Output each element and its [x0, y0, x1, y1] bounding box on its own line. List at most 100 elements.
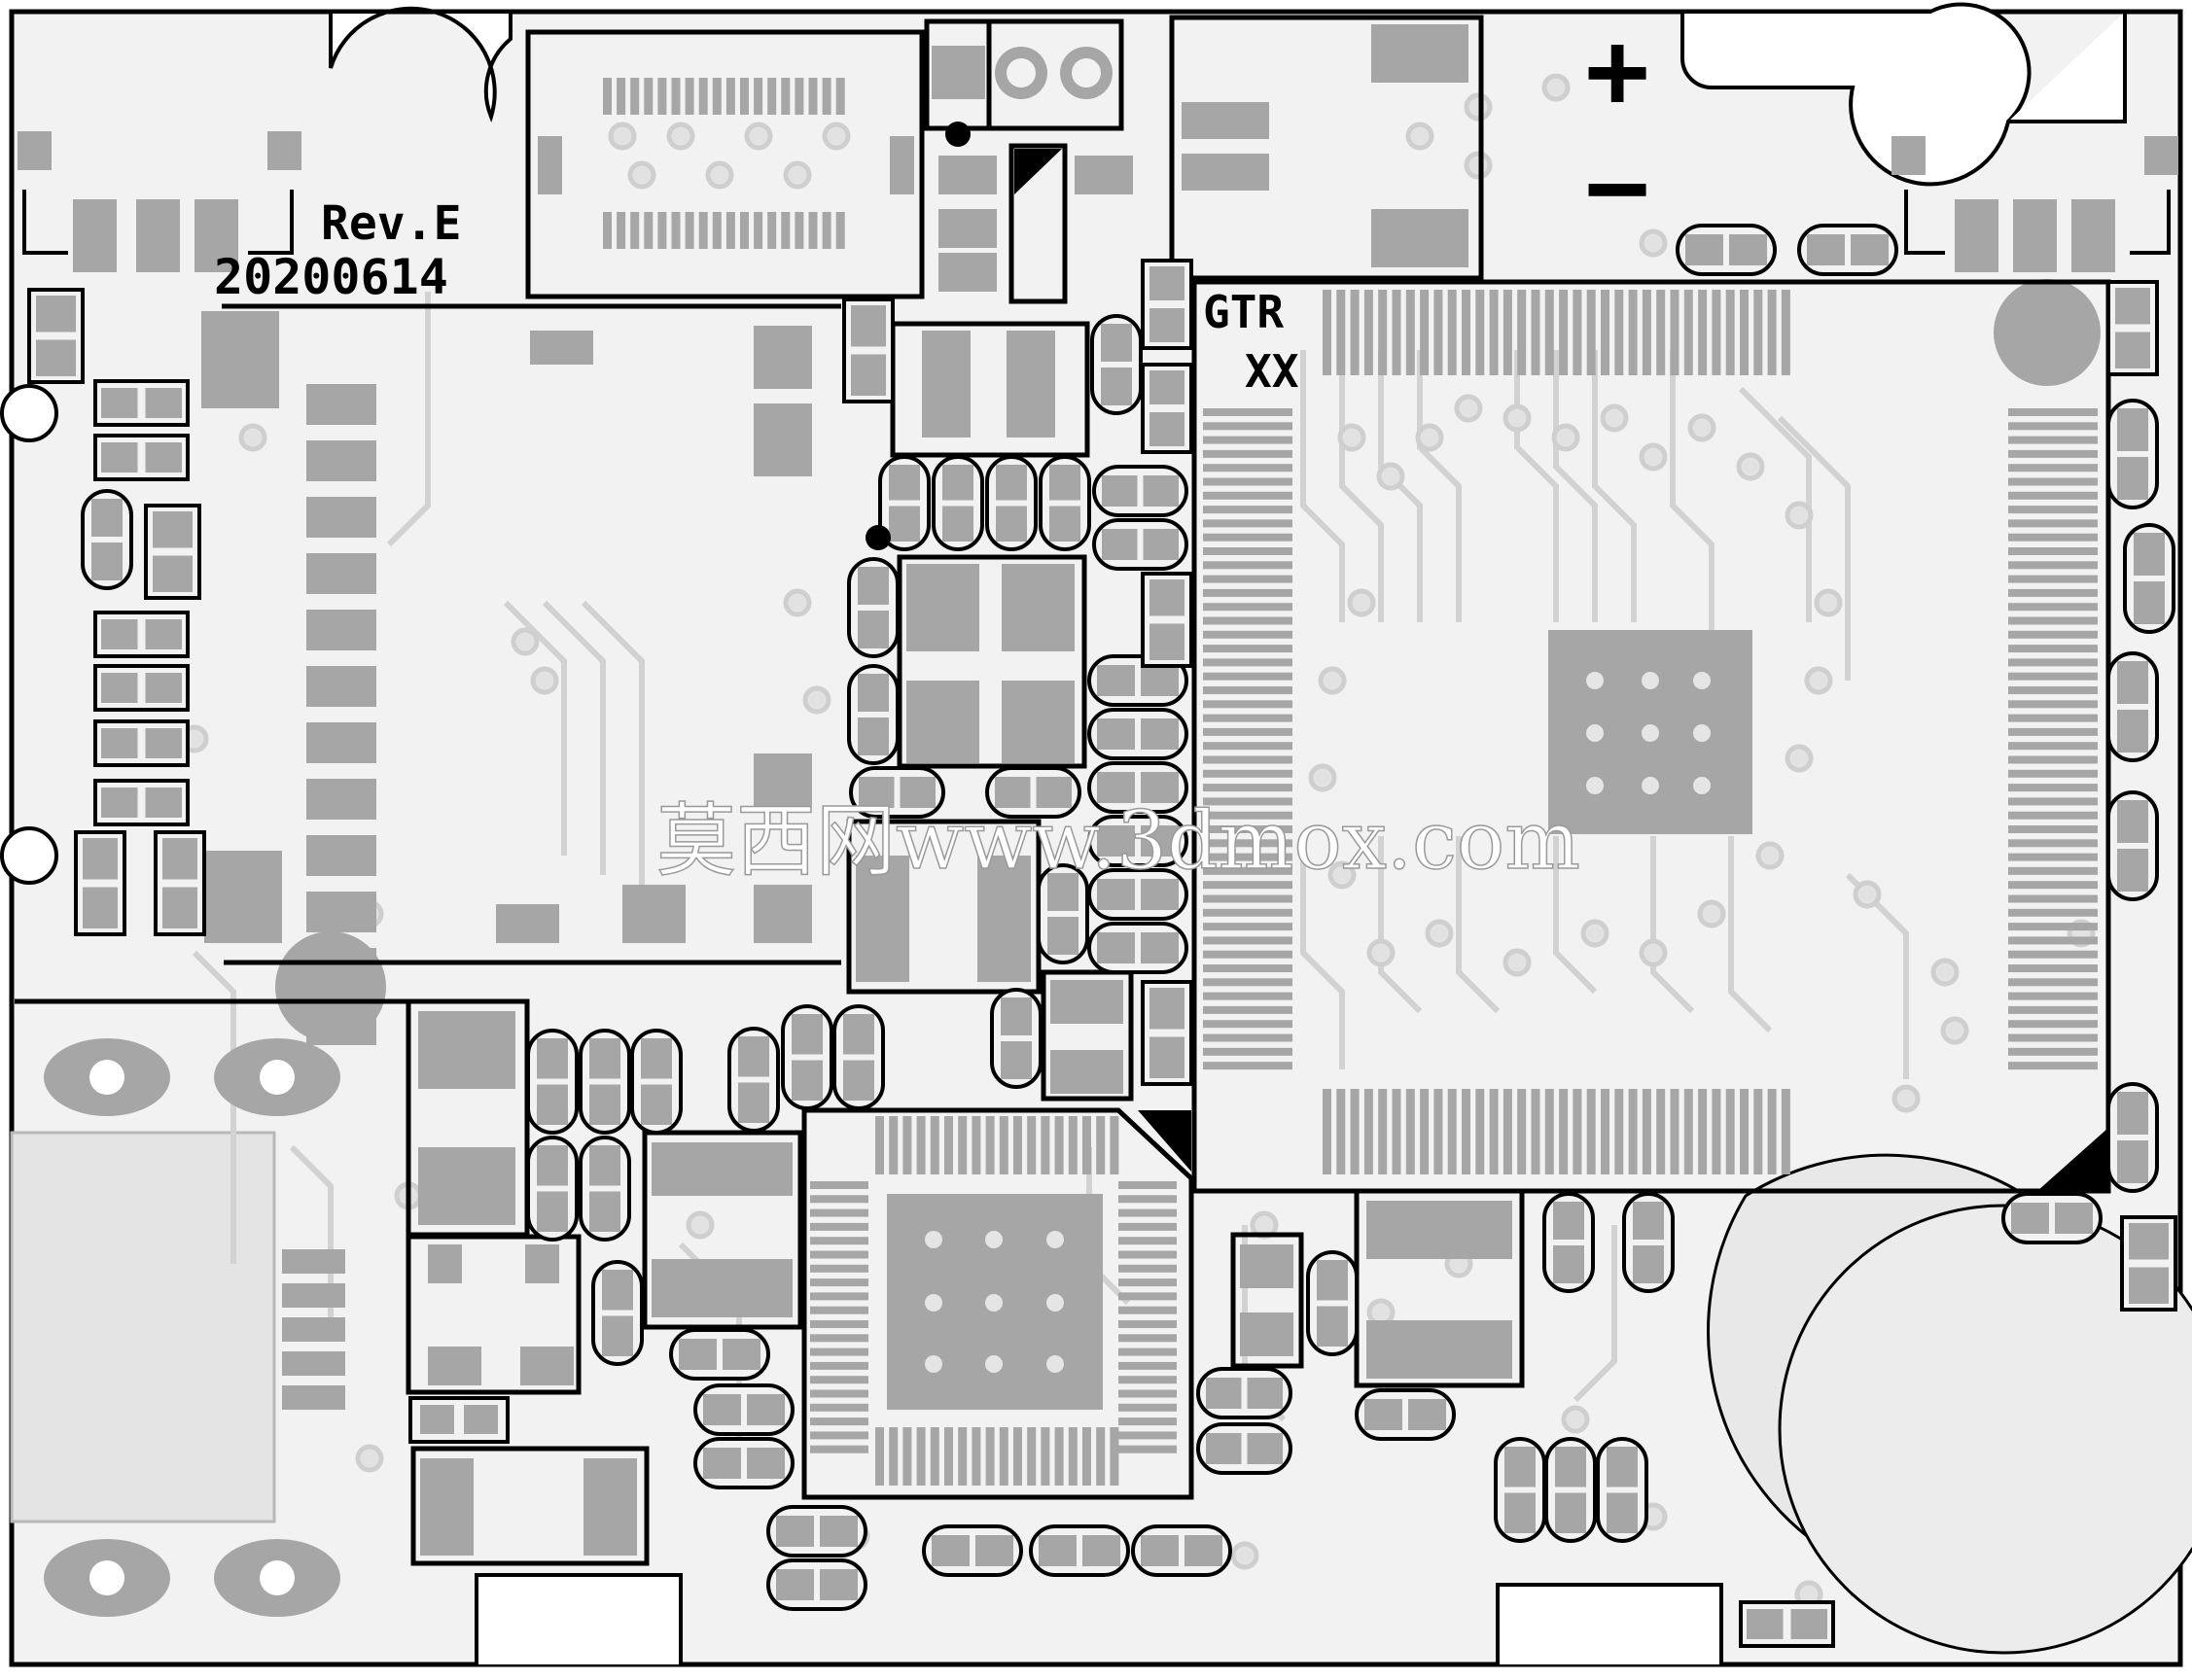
qfp-pin — [2008, 797, 2098, 806]
qfp-pin — [2008, 866, 2098, 875]
qfn-pin — [810, 1418, 868, 1426]
smd-capacitor — [1092, 465, 1188, 517]
qfn-pin — [930, 1116, 939, 1174]
qfn-pin — [810, 1292, 868, 1301]
qfp-pin — [2008, 853, 2098, 861]
connector-pin — [712, 78, 722, 115]
connector-pin — [795, 212, 804, 249]
smd-capacitor — [766, 1505, 867, 1558]
qfp-pin — [1323, 1089, 1331, 1174]
module-pad — [306, 497, 376, 538]
smd-resistor — [93, 379, 190, 427]
qfp-pin — [1614, 1089, 1624, 1174]
qfp-pin — [2008, 950, 2098, 959]
qfp-pin — [2008, 964, 2098, 972]
qfn-pin — [875, 1116, 884, 1174]
qfp-pin — [1203, 769, 1292, 778]
qfp-pin — [1203, 700, 1292, 709]
connector-pin — [617, 78, 626, 115]
qfn-pin — [902, 1116, 912, 1174]
smd-resistor — [2120, 1215, 2177, 1312]
qfn-pin — [1041, 1427, 1050, 1486]
qfp-pin — [1489, 290, 1499, 375]
qfp-pin — [1203, 853, 1292, 861]
qfn-pin — [1118, 1361, 1177, 1370]
smd-capacitor — [2123, 523, 2175, 634]
qfp-pin — [1203, 1062, 1292, 1070]
revision-label: Rev.E — [321, 196, 462, 251]
qfp-pin — [1559, 290, 1569, 375]
qfn-pin — [1054, 1116, 1064, 1174]
qfn-pin — [810, 1389, 868, 1398]
qfp-pin — [1462, 290, 1470, 375]
module-pad — [306, 440, 376, 481]
qfp-pin — [2008, 784, 2098, 792]
qfp-pin — [2008, 658, 2098, 667]
qfp-pin — [1531, 1089, 1540, 1174]
smd-capacitor — [526, 1029, 579, 1135]
module-pad — [306, 948, 376, 989]
qfp-pin — [2008, 1005, 2098, 1014]
smd-rect-components — [27, 259, 2177, 1648]
qfp-pin — [2008, 1033, 2098, 1042]
qfp-pin — [2008, 714, 2098, 722]
connector-pin — [725, 78, 735, 115]
smd-resistor — [1141, 980, 1193, 1086]
qfn-pin — [889, 1116, 899, 1174]
qfp-pin — [1642, 1089, 1651, 1174]
qfp-pin — [2008, 645, 2098, 653]
qfp-pin — [1447, 1089, 1457, 1174]
smd-resistor — [93, 719, 190, 767]
smd-resistor — [27, 288, 85, 384]
qfp-pin — [1683, 290, 1693, 375]
qfp-pin — [2008, 422, 2098, 431]
smd-capacitor — [1090, 314, 1143, 415]
qfp-pin — [1767, 290, 1777, 375]
qfn-pin — [1013, 1427, 1022, 1486]
watermark-text: 莫西网www.3dmox.com — [656, 795, 1580, 888]
qfn-pin — [985, 1427, 995, 1486]
qfp-pin — [1670, 290, 1679, 375]
qfn-pin — [810, 1348, 868, 1356]
qfp-pin — [1203, 464, 1292, 472]
qfp-pin — [1203, 603, 1292, 612]
connector-pin — [657, 78, 667, 115]
connector-pin — [835, 78, 845, 115]
smd-capacitor — [2106, 651, 2159, 762]
qfp-pin — [1203, 422, 1292, 431]
qfp-pin — [1405, 1089, 1415, 1174]
qfn-pin — [1027, 1116, 1037, 1174]
smd-capacitor — [1029, 1524, 1130, 1577]
qfp-pin — [1203, 950, 1292, 959]
smd-capacitor — [2106, 399, 2159, 509]
qfn-pin — [1118, 1320, 1177, 1328]
qfp-pin — [1203, 436, 1292, 444]
qfp-pin — [1725, 1089, 1735, 1174]
qfp-pin — [1336, 1089, 1346, 1174]
qfp-pin — [1392, 1089, 1401, 1174]
connector-pin — [671, 212, 681, 249]
qfp-pin — [2008, 978, 2098, 987]
corner-brackets — [22, 190, 2171, 255]
smd-resistor — [2106, 280, 2159, 376]
qfn-pin — [972, 1427, 981, 1486]
qfp-pin — [1420, 290, 1430, 375]
smd-resistor — [93, 611, 190, 658]
connector-pin — [657, 212, 667, 249]
qfp-pin — [2008, 1020, 2098, 1029]
power-connector — [1169, 15, 1484, 281]
qfn-pin — [810, 1306, 868, 1314]
smd-resistor — [144, 504, 201, 600]
qfp-pin — [2008, 811, 2098, 820]
qfn-pin — [810, 1250, 868, 1259]
connector-pin — [644, 78, 654, 115]
smd-capacitor — [1676, 224, 1777, 276]
qfp-pin — [1378, 290, 1388, 375]
smd-capacitor — [2001, 1192, 2103, 1244]
qfp-pin — [2008, 561, 2098, 570]
qfp-pin — [1203, 811, 1292, 820]
qfp-pin — [2008, 755, 2098, 764]
smd-capacitor — [81, 489, 133, 590]
qfn-pin — [889, 1427, 899, 1486]
smd-capacitor — [2106, 1082, 2159, 1193]
